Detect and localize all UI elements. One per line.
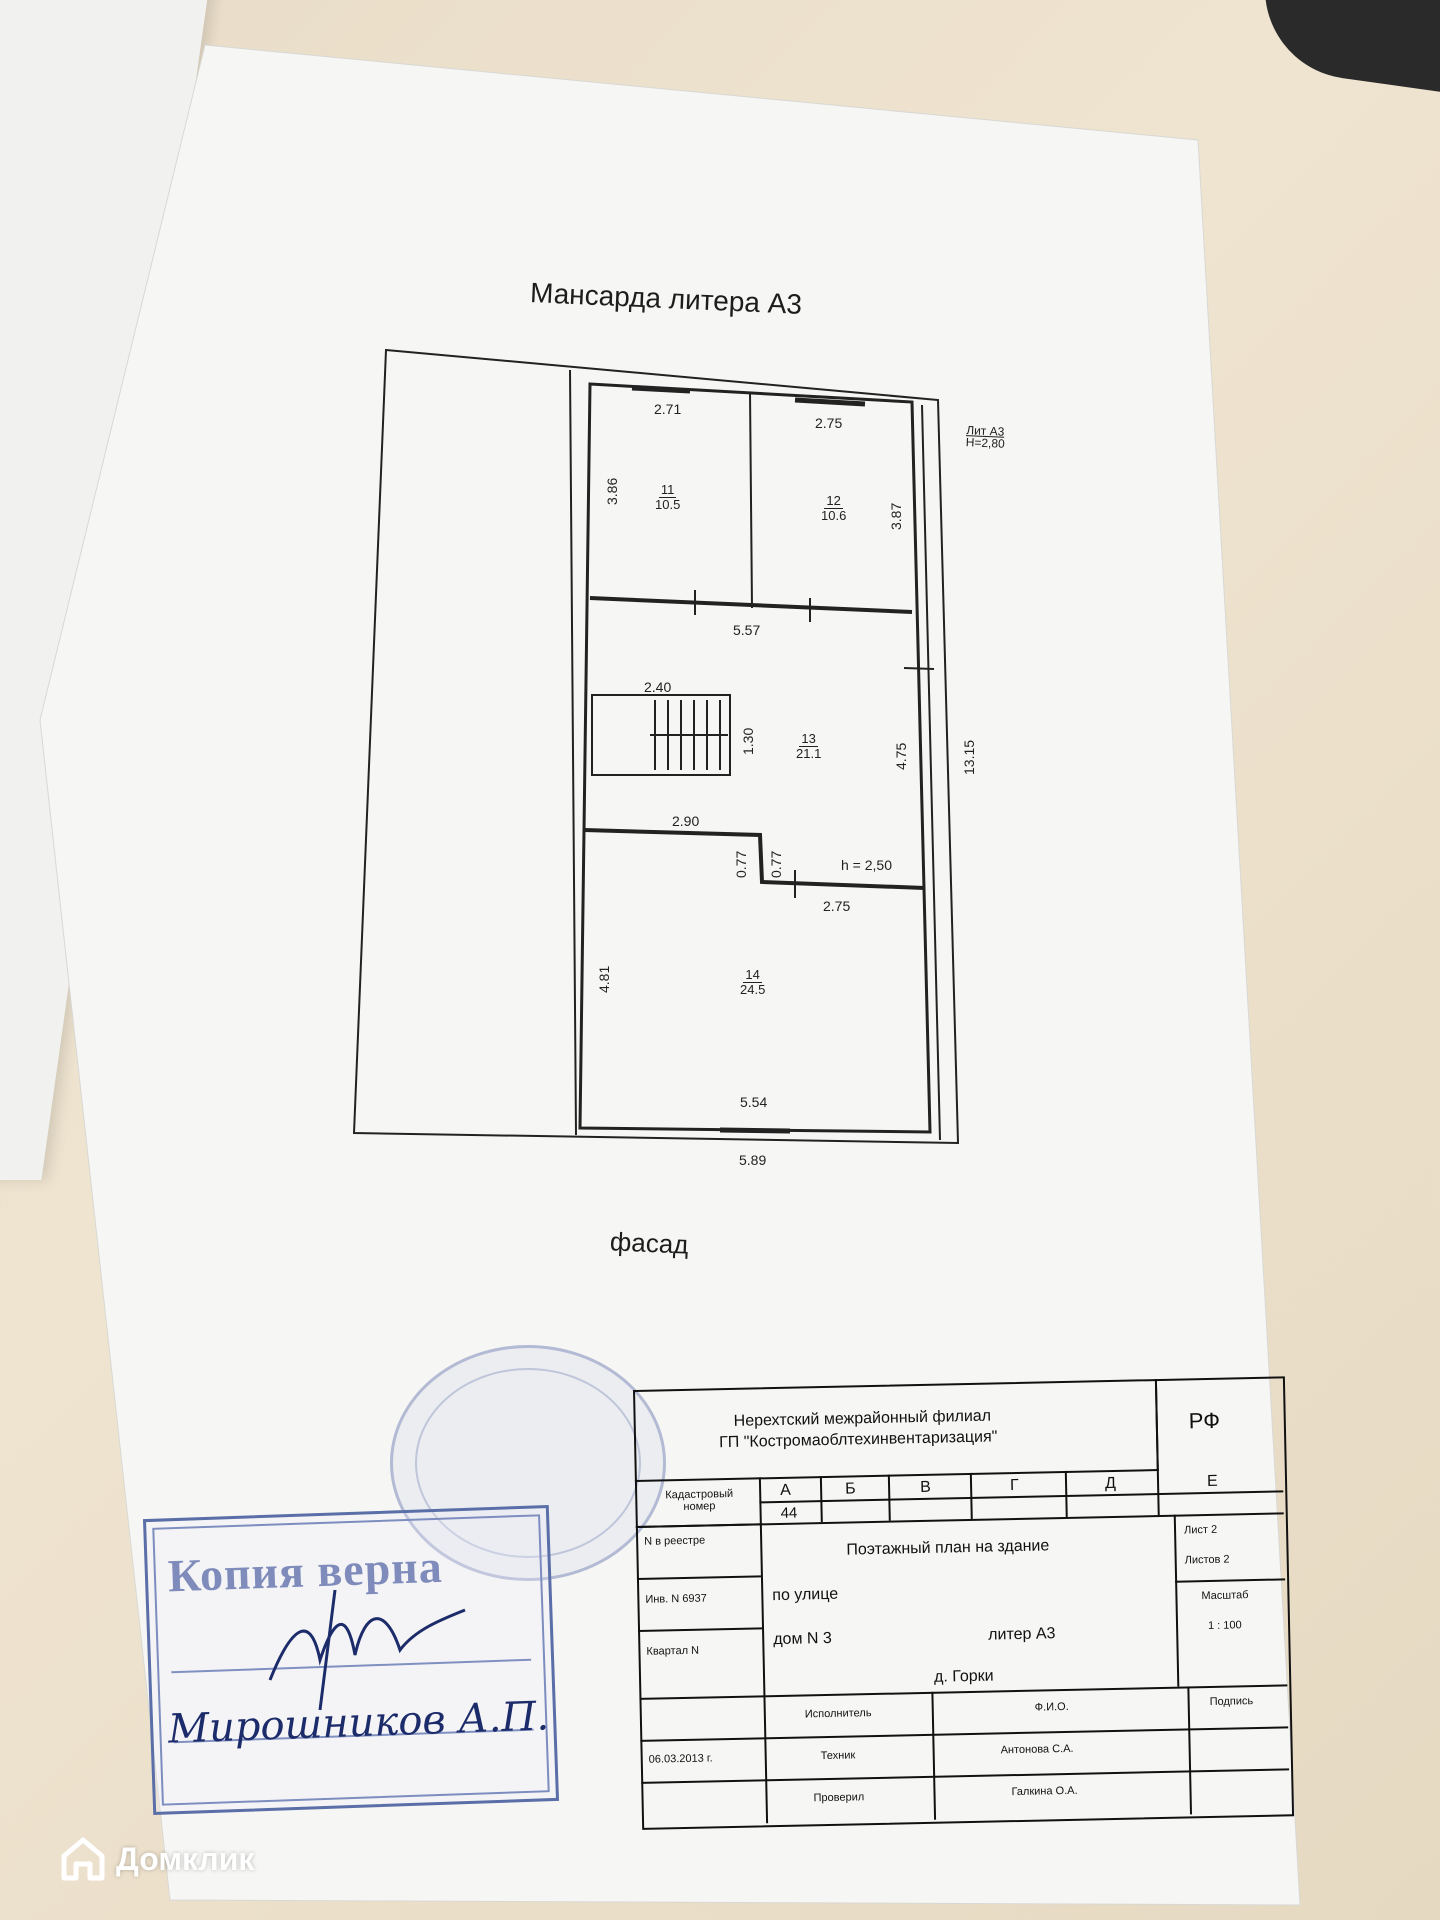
street-label: по улице: [772, 1585, 839, 1605]
cadastral-label: Кадастровый номер: [665, 1487, 734, 1513]
dim-stair-height: 1.30: [740, 727, 756, 755]
dim-h-label: h = 2,50: [841, 857, 892, 873]
room-11-label: 11 10.5: [655, 483, 680, 512]
dim-notch-a: 0.77: [733, 850, 749, 878]
lit-height: H=2,80: [965, 435, 1006, 451]
brand-name: Домклик: [116, 1840, 255, 1877]
checked-name: Галкина О.А.: [1011, 1784, 1078, 1799]
letter-a: А: [779, 1481, 791, 1499]
letter-e: Е: [1206, 1472, 1218, 1490]
title-block: Нерехтский межрайонный филиал ГП "Костро…: [633, 1376, 1295, 1830]
village-label: д. Горки: [933, 1667, 994, 1686]
inventory-label: Инв. N 6937: [645, 1592, 707, 1606]
dim-room12-height: 3.87: [888, 502, 904, 530]
round-seal: [390, 1345, 666, 1581]
sheets-label: Листов 2: [1184, 1553, 1230, 1567]
executor-label: Исполнитель: [804, 1707, 872, 1721]
room-area: 24.5: [740, 982, 766, 997]
country-code: РФ: [1188, 1407, 1221, 1434]
facade-label: фасад: [609, 1226, 690, 1260]
dim-bottom-inner: 5.54: [740, 1094, 768, 1110]
dim-corridor: 5.57: [733, 622, 761, 638]
lit-label: Лит А3 H=2,80: [965, 423, 1006, 451]
sheet-label: Лист 2: [1183, 1523, 1218, 1537]
room-area: 10.5: [655, 497, 681, 512]
dim-room13-height: 4.75: [893, 742, 909, 770]
room-number: 11: [658, 482, 677, 498]
house-label: дом N 3: [773, 1629, 833, 1649]
room-14-label: 14 24.5: [740, 968, 765, 997]
signature-label: Подпись: [1209, 1695, 1254, 1708]
dim-stair-width: 2.40: [644, 679, 672, 695]
dim-room14-height: 4.81: [596, 965, 612, 993]
room-12-label: 12 10.6: [821, 494, 846, 523]
signature-scribble: [268, 1589, 466, 1711]
room-number: 12: [824, 493, 843, 509]
dim-top-left: 2.71: [654, 401, 682, 417]
dim-overall-height: 13.15: [961, 739, 977, 775]
room-number: 13: [799, 731, 818, 747]
room-area: 21.1: [796, 746, 822, 761]
fio-label: Ф.И.О.: [1034, 1700, 1069, 1714]
letter-v: В: [919, 1478, 931, 1497]
house-logo-icon: [61, 1837, 105, 1881]
dim-mid-290: 2.90: [672, 813, 700, 829]
dim-bottom-outer: 5.89: [739, 1152, 767, 1168]
scale-value: 1 : 100: [1207, 1619, 1242, 1633]
dim-mid-275: 2.75: [823, 898, 851, 914]
technician-label: Техник: [820, 1749, 856, 1763]
letter-b: Б: [844, 1480, 856, 1498]
letter-g: Г: [1009, 1476, 1019, 1495]
quarter-label: Квартал N: [646, 1644, 700, 1658]
scale-label: Масштаб: [1201, 1589, 1249, 1603]
domclick-watermark: Домклик: [60, 1836, 254, 1882]
room-number: 14: [743, 967, 762, 983]
dim-notch-b: 0.77: [768, 850, 784, 878]
registry-label: N в реестре: [644, 1534, 706, 1548]
letter-d: Д: [1104, 1474, 1117, 1493]
date-value: 06.03.2013 г.: [648, 1752, 713, 1766]
room-area: 10.6: [821, 508, 847, 523]
liter-label: литер А3: [988, 1625, 1056, 1644]
room-13-label: 13 21.1: [796, 732, 821, 761]
technician-name: Антонова С.А.: [1000, 1742, 1074, 1757]
dim-room11-height: 3.86: [604, 477, 620, 505]
dim-top-right: 2.75: [815, 415, 843, 431]
cadastral-value: 44: [780, 1504, 798, 1522]
checked-label: Проверил: [813, 1791, 865, 1805]
